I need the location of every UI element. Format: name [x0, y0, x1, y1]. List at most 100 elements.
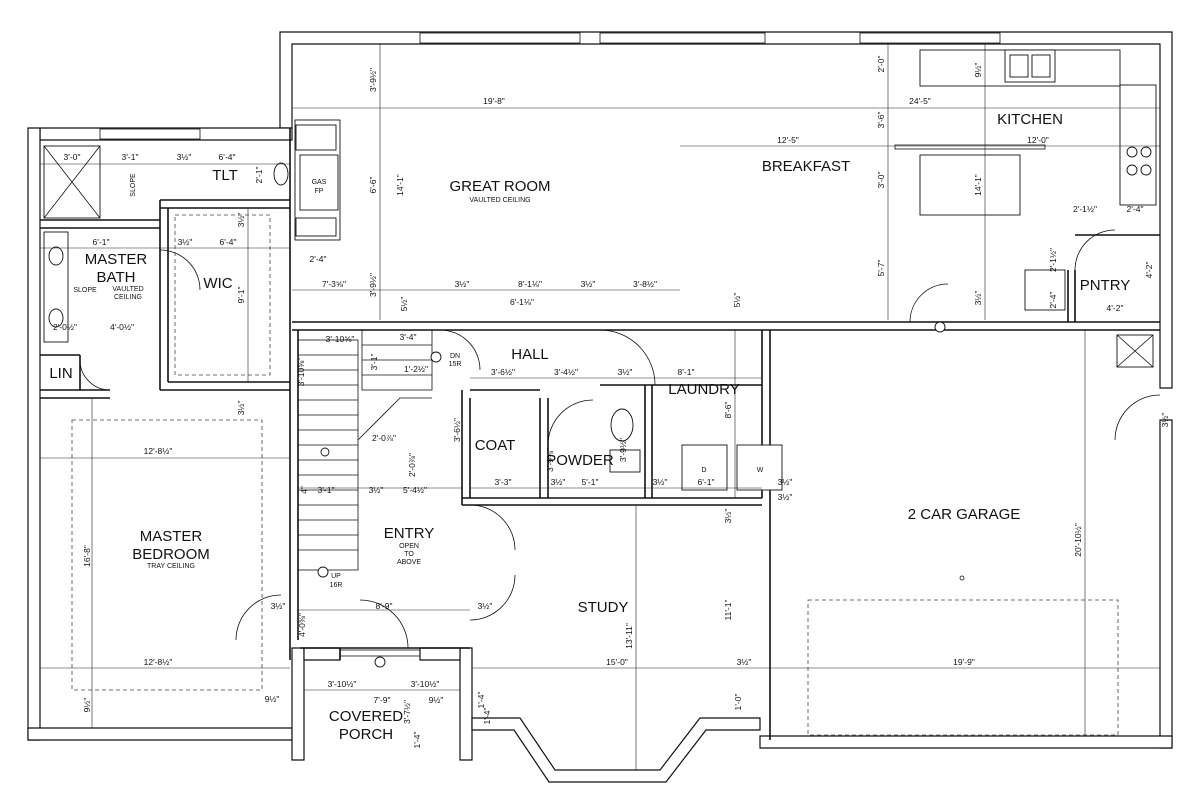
master-bedroom-sub: TRAY CEILING	[147, 563, 195, 570]
dim: 3'-1"	[369, 354, 379, 371]
dim: 20'-10½"	[1073, 523, 1083, 556]
dim: 3½"	[236, 401, 246, 416]
dim: 3½"	[369, 485, 384, 495]
dim: 19'-8"	[483, 96, 505, 106]
dim: 12'-8½"	[144, 657, 173, 667]
dim: 3½"	[653, 477, 668, 487]
kitchen-label: KITCHEN	[997, 111, 1063, 128]
dim: 2'-0⅞"	[407, 453, 417, 477]
dim: 3½"	[618, 367, 633, 377]
gas-fp-label-1: GAS	[312, 179, 327, 186]
sink-icon	[48, 308, 64, 328]
dim: 3½"	[778, 492, 793, 502]
master-bath-label-1: MASTER	[85, 251, 148, 268]
dim: 24'-5"	[909, 96, 931, 106]
fixtures: D W	[43, 49, 1157, 736]
dim: 3'-1"	[122, 152, 139, 162]
dim: 3'-4½"	[554, 367, 578, 377]
dim: 3'-10⅝"	[296, 358, 306, 387]
entry-marker-icon	[374, 656, 386, 668]
hall-label: HALL	[511, 346, 549, 363]
refrigerator	[1024, 269, 1066, 311]
dim: 6'-1"	[93, 237, 110, 247]
dim: 2'-4"	[310, 254, 327, 264]
laundry-label: LAUNDRY	[668, 381, 739, 398]
dim: 3½"	[177, 152, 192, 162]
dim: 4'-0⅜"	[297, 613, 307, 637]
dim: 3½"	[551, 477, 566, 487]
dim: 2'-0"	[876, 56, 886, 73]
range-counter	[1119, 84, 1157, 206]
master-bath-label-2: BATH	[97, 269, 136, 286]
dim: 3'-1"	[318, 485, 335, 495]
interior-walls	[40, 128, 1160, 740]
dim: 6'-6"	[368, 177, 378, 194]
dim: 3'-6½"	[452, 418, 462, 442]
dim: 6'-1⅛"	[510, 297, 534, 307]
dim: 3'-10½"	[328, 679, 357, 689]
pntry-label: PNTRY	[1080, 277, 1131, 294]
svg-text:D: D	[701, 467, 706, 474]
door-marker-icon	[934, 321, 946, 333]
dim: 3½"	[581, 279, 596, 289]
dim: 3'-3"	[495, 477, 512, 487]
dim: 3'-8½"	[633, 279, 657, 289]
dryer	[681, 444, 728, 491]
lin-label: LIN	[49, 365, 72, 382]
markers	[317, 321, 946, 668]
dim: 7'-9"	[374, 695, 391, 705]
dim: 3½"	[723, 509, 733, 524]
great-room-label: GREAT ROOM	[449, 178, 550, 195]
dim: 3½"	[178, 237, 193, 247]
column-marker-icon	[320, 447, 330, 457]
dim: 3'-0"	[64, 152, 81, 162]
stair-dn-label: DN	[450, 353, 460, 360]
dim: 1'-0"	[733, 694, 743, 711]
master-bedroom-label-2: BEDROOM	[132, 546, 210, 563]
dim: 5'-7"	[876, 260, 886, 277]
dim: 9½"	[973, 63, 983, 78]
room-labels: GREAT ROOM VAULTED CEILING BREAKFAST KIT…	[49, 111, 1130, 743]
dim: 9½"	[265, 694, 280, 704]
dim: 8'-1"	[678, 367, 695, 377]
dim: 5'-1"	[582, 477, 599, 487]
dim: 19'-9"	[953, 657, 975, 667]
dim: 3'-6"	[876, 112, 886, 129]
dim: 2'-4"	[1048, 292, 1058, 309]
sink-icon	[48, 246, 64, 266]
entry-sub-1: OPEN	[399, 543, 419, 550]
dim: 3½"	[236, 213, 246, 228]
dim: 8'-9"	[376, 601, 393, 611]
dim: 3'-6½"	[491, 367, 515, 377]
powder-sink	[609, 449, 641, 473]
dim: 4'-0½"	[110, 322, 134, 332]
dim: 4'-2"	[1107, 303, 1124, 313]
dim: 3'-10½"	[411, 679, 440, 689]
washer	[736, 444, 783, 491]
master-bath-sub-1: VAULTED	[112, 286, 143, 293]
dim: 3'-9½"	[368, 273, 378, 297]
stair-dn-r: 15R	[449, 361, 462, 368]
dim: 9'-1"	[236, 287, 246, 304]
dim: 4"	[299, 486, 309, 494]
dim: 3'-10⅝"	[326, 334, 355, 344]
dim: 6'-4"	[219, 152, 236, 162]
tray-ceiling	[71, 419, 263, 691]
dimension-lines	[40, 44, 1160, 770]
dim: 9½"	[82, 698, 92, 713]
dim: 8'-6"	[723, 402, 733, 419]
dim: 12'-8½"	[144, 446, 173, 456]
dim: 9½"	[429, 695, 444, 705]
gas-fp-label-2: FP	[315, 188, 324, 195]
dim: 5'-4½"	[403, 485, 427, 495]
entry-sub-2: TO	[404, 551, 414, 558]
tlt-label: TLT	[212, 167, 238, 184]
study-label: STUDY	[578, 599, 629, 616]
dim: 12'-0"	[1027, 135, 1049, 145]
powder-label: POWDER	[546, 452, 614, 469]
dim: 12'-5"	[777, 135, 799, 145]
great-room-sub: VAULTED CEILING	[469, 197, 530, 204]
garage-door	[807, 599, 1119, 736]
dim: 3'-7½"	[402, 700, 412, 724]
dim: 3½"	[271, 601, 286, 611]
